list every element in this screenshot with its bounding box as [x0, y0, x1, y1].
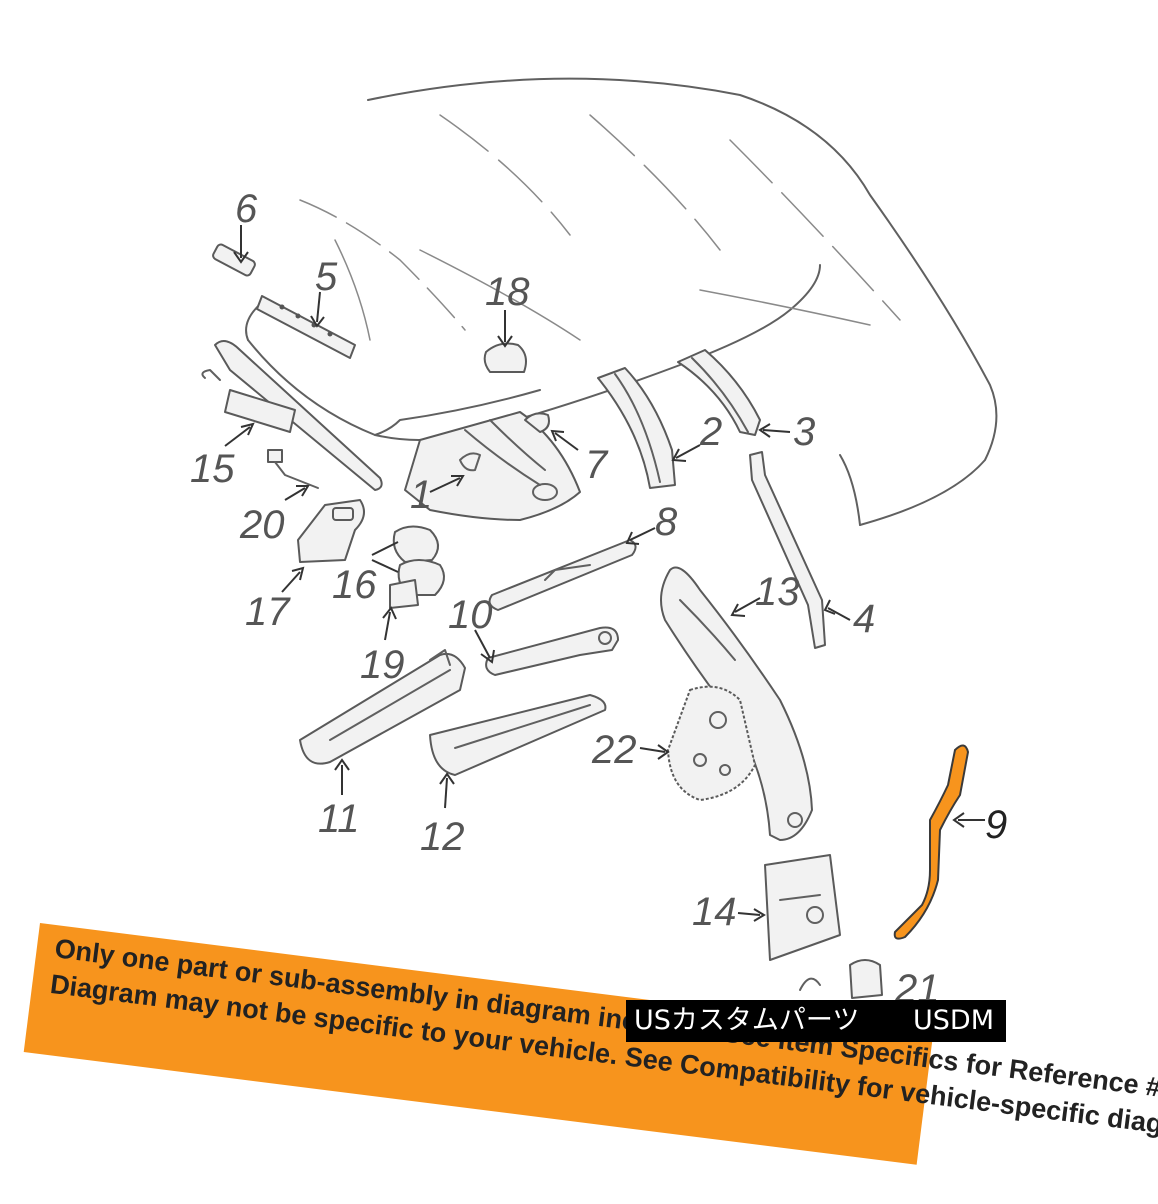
part-15-arm [201, 340, 383, 491]
part-19-pivot [382, 579, 419, 641]
label-9: 9 [985, 803, 1007, 847]
part-2-channel [597, 367, 701, 489]
watermark-badge: USカスタムパーツ USDM [626, 1000, 1006, 1042]
label-13: 13 [755, 570, 800, 614]
watermark-shop-name: USカスタムパーツ [634, 1005, 860, 1036]
label-14: 14 [692, 890, 737, 934]
watermark-usdm: USDM [913, 1005, 994, 1036]
convertible-top [245, 77, 998, 526]
part-4-bar [749, 451, 851, 649]
part-20-link [267, 449, 319, 501]
part-14-bracket [737, 854, 841, 961]
label-3: 3 [793, 410, 815, 454]
label-12: 12 [420, 815, 465, 859]
label-11: 11 [318, 797, 360, 841]
part-17-bracket [281, 499, 365, 593]
part-7-clip [524, 412, 579, 451]
label-18: 18 [485, 270, 530, 314]
part-8-link [488, 527, 656, 611]
label-16: 16 [332, 563, 377, 607]
label-19: 19 [360, 643, 405, 687]
label-7: 7 [585, 443, 609, 487]
label-4: 4 [853, 597, 875, 641]
part-10-link [474, 626, 619, 676]
label-20: 20 [239, 503, 285, 547]
label-15: 15 [190, 447, 235, 491]
label-22: 22 [591, 728, 637, 772]
part-18-knob [483, 310, 527, 373]
label-1: 1 [410, 473, 432, 517]
label-10: 10 [448, 593, 493, 637]
part-12-rail [429, 694, 607, 809]
part-5-strip [256, 291, 356, 359]
part-22-gear [639, 685, 756, 801]
label-2: 2 [699, 410, 722, 454]
label-8: 8 [655, 500, 678, 544]
part-1-headliner [404, 411, 581, 521]
part-21-latch [799, 959, 883, 999]
parts-diagram: 1 2 3 4 5 6 7 8 9 10 11 12 13 14 15 16 1… [190, 77, 1007, 1011]
part-11-rail [299, 649, 466, 795]
part-9-strap [893, 744, 985, 940]
label-6: 6 [235, 187, 258, 231]
label-5: 5 [315, 255, 338, 299]
part-6-cap [212, 225, 256, 277]
label-17: 17 [245, 590, 291, 634]
part-3-channel [677, 349, 791, 438]
